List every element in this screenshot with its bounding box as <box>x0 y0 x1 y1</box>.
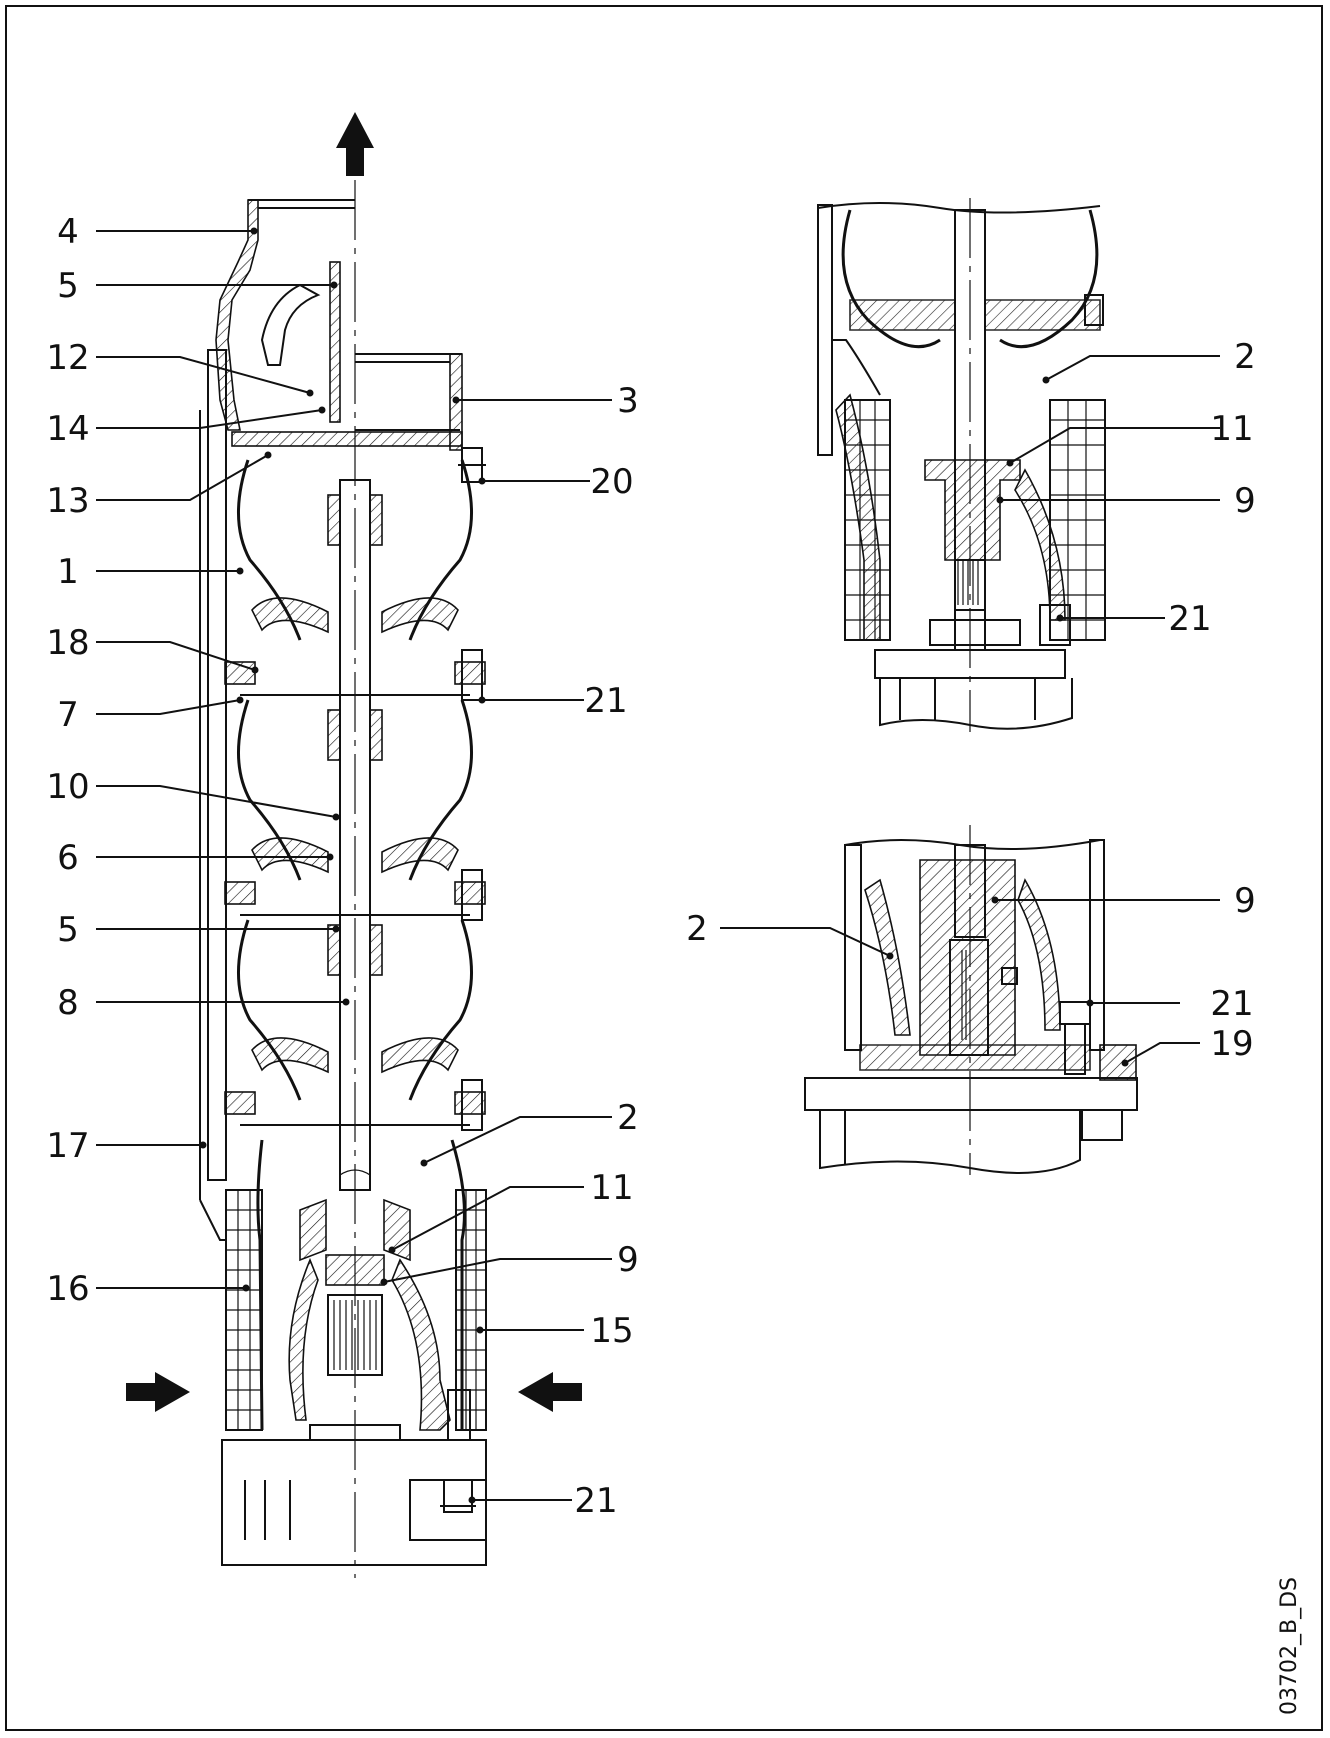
callout-8: 8 <box>57 983 79 1023</box>
callout-6: 6 <box>57 838 79 878</box>
callout-12: 12 <box>46 338 89 378</box>
callout-detail-top-21: 21 <box>1168 599 1211 639</box>
discharge-head <box>215 199 486 483</box>
callout-9: 9 <box>617 1240 639 1280</box>
callout-20: 20 <box>590 462 633 502</box>
leaders-main-right <box>380 396 612 1504</box>
callout-2: 2 <box>617 1098 639 1138</box>
callout-21: 21 <box>574 1481 617 1521</box>
callout-15: 15 <box>590 1311 633 1351</box>
motor-flange <box>221 1424 487 1566</box>
callout-detail-top-2: 2 <box>1234 337 1256 377</box>
main-assembly-view: 4 5 12 14 13 1 18 7 10 6 5 8 17 16 3 20 … <box>46 112 639 1578</box>
callout-18: 18 <box>46 623 89 663</box>
callout-3: 3 <box>617 381 639 421</box>
outlet-flow-arrow-icon <box>336 112 374 176</box>
callout-detail-bottom-21: 21 <box>1210 984 1253 1024</box>
callout-detail-top-11: 11 <box>1210 409 1253 449</box>
pump-shaft <box>339 479 371 1191</box>
callout-21: 21 <box>584 681 627 721</box>
callout-10: 10 <box>46 767 89 807</box>
inlet-flow-arrow-left-icon <box>126 1372 190 1412</box>
callout-detail-top-9: 9 <box>1234 481 1256 521</box>
inlet-flow-arrow-right-icon <box>518 1372 582 1412</box>
callout-1: 1 <box>57 552 79 592</box>
drawing-code: 03702_B_DS <box>1277 1577 1302 1715</box>
callout-17: 17 <box>46 1126 89 1166</box>
suction-interconnector <box>256 1139 466 1431</box>
callouts-main: 4 5 12 14 13 1 18 7 10 6 5 8 17 16 3 20 … <box>46 212 638 1521</box>
leaders-main-left <box>96 227 350 1292</box>
callout-11: 11 <box>590 1168 633 1208</box>
callout-5: 5 <box>57 910 79 950</box>
callout-4: 4 <box>57 212 79 252</box>
drawing-frame <box>5 5 1323 1731</box>
callout-detail-bottom-19: 19 <box>1210 1024 1253 1064</box>
cable-guard <box>207 349 227 1181</box>
callout-16: 16 <box>46 1269 89 1309</box>
detail-view-top: 2 11 9 21 <box>817 198 1256 732</box>
callout-13: 13 <box>46 481 89 521</box>
callout-14: 14 <box>46 409 89 449</box>
pump-stages <box>224 459 486 1131</box>
callout-5: 5 <box>57 266 79 306</box>
detail-view-bottom: 2 9 21 19 <box>686 825 1256 1175</box>
callout-detail-bottom-9: 9 <box>1234 881 1256 921</box>
suction-strainer <box>225 1189 487 1441</box>
callout-detail-bottom-2: 2 <box>686 909 708 949</box>
callout-7: 7 <box>57 695 79 735</box>
